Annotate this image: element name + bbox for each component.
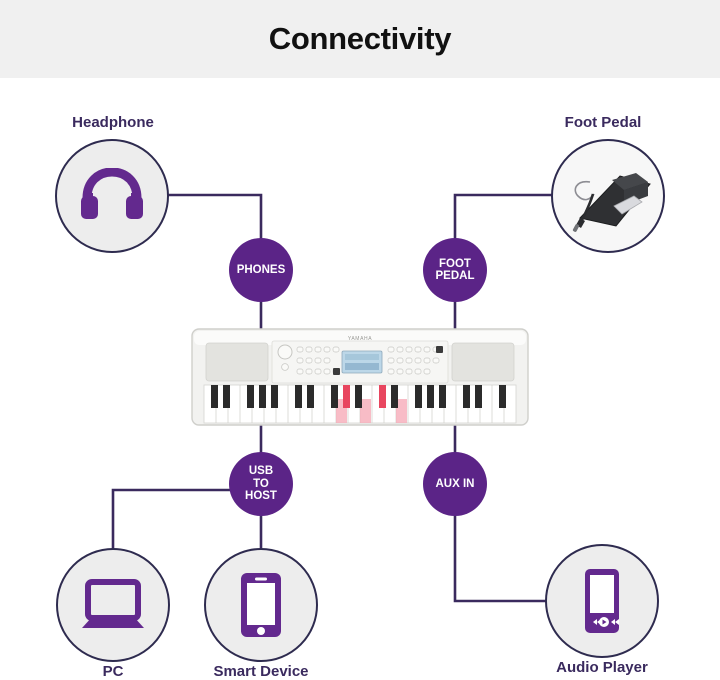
smart-device-label: Smart Device [213, 663, 309, 680]
phones-line-1: PHONES [236, 263, 286, 276]
usb-line-2: TO [253, 477, 269, 490]
foot-pedal-label: Foot Pedal [564, 114, 642, 131]
headphone-icon [79, 168, 145, 224]
footpedal-line-1: FOOT [439, 257, 471, 270]
wire-usb-pc [111, 488, 261, 549]
port-badge-foot-pedal[interactable]: FOOT PEDAL [423, 238, 487, 302]
svg-text:YAMAHA: YAMAHA [348, 336, 372, 342]
port-badge-aux-in[interactable]: AUX IN [423, 452, 487, 516]
smart-device-node[interactable] [204, 548, 318, 662]
laptop-icon [80, 579, 146, 631]
pc-label: PC [102, 663, 124, 680]
audio-player-label: Audio Player [556, 659, 648, 676]
port-badge-usb-to-host[interactable]: USB TO HOST [229, 452, 293, 516]
audio-player-icon [580, 567, 624, 635]
port-badge-phones[interactable]: PHONES [229, 238, 293, 302]
keyboard-instrument: YAMAHA [190, 327, 530, 427]
foot-pedal-node[interactable] [551, 139, 665, 253]
foot-pedal-photo [560, 156, 656, 236]
usb-line-1: USB [248, 465, 274, 478]
audio-player-node[interactable] [545, 544, 659, 658]
smartphone-icon [239, 571, 283, 639]
usb-line-3: HOST [245, 490, 277, 503]
page-title: Connectivity [268, 21, 452, 56]
aux-line-1: AUX IN [435, 477, 475, 490]
pc-node[interactable] [56, 548, 170, 662]
headphone-label: Headphone [72, 114, 154, 131]
header-bar: Connectivity [0, 0, 720, 78]
headphone-node[interactable] [55, 139, 169, 253]
footpedal-line-2: PEDAL [435, 270, 475, 282]
